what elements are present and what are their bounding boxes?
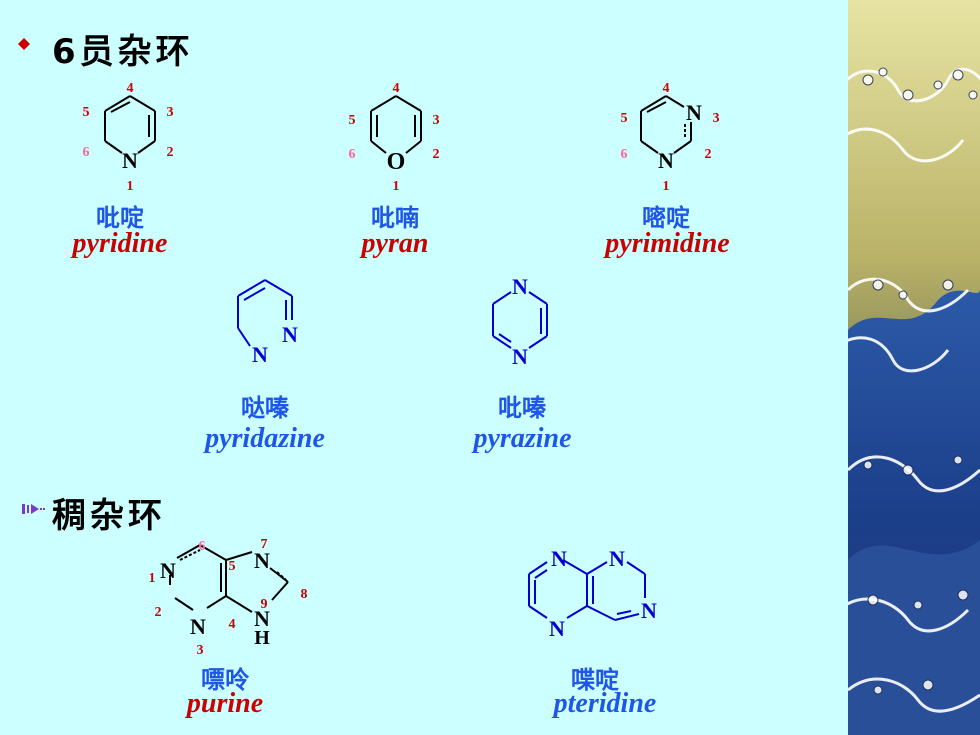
purine-num-4: 4: [229, 617, 236, 632]
pyrimidine-en-name: pyrimidine: [605, 228, 730, 259]
purine-num-5: 5: [229, 559, 236, 574]
pyran-hetero: O: [387, 149, 406, 175]
pyrimidine-num-5: 5: [621, 111, 628, 126]
pyrimidine-hetero-1: N: [658, 148, 674, 173]
pteridine-en-name: pteridine: [553, 688, 657, 719]
pyridine-num-4: 4: [127, 81, 134, 96]
pyridine-num-1: 1: [127, 179, 134, 194]
pyran-en-name: pyran: [361, 228, 429, 259]
purine-en-name: purine: [186, 688, 264, 719]
pteridine-hetero-4: N: [641, 598, 657, 623]
pyrimidine-num-1: 1: [663, 179, 670, 194]
purine-structure: N N N N H 1 2 3 4 5 6 7 8 9: [149, 537, 308, 658]
pyridazine-hetero-2: N: [252, 342, 268, 367]
pteridine-cn-name: 喋啶: [571, 666, 619, 694]
pyran-num-4: 4: [393, 81, 400, 96]
pyridazine-structure: N N: [237, 279, 298, 367]
purine-cn-name: 嘌呤: [201, 666, 249, 694]
pyridine-num-3: 3: [167, 105, 174, 120]
pyrazine-cn-name: 吡嗪: [498, 394, 546, 422]
purine-num-2: 2: [155, 605, 162, 620]
purine-num-7: 7: [261, 537, 268, 552]
pyran-num-6: 6: [349, 147, 356, 162]
diamond-bullet-icon: [18, 38, 30, 50]
arrow-bullet-icon: [22, 504, 45, 514]
pyridine-num-5: 5: [83, 105, 90, 120]
pyridazine-en-name: pyridazine: [205, 423, 325, 454]
pteridine-hetero-3: N: [609, 546, 625, 571]
pyran-cn-name: 吡喃: [371, 204, 419, 232]
purine-num-3: 3: [197, 643, 204, 658]
purine-num-1: 1: [149, 571, 156, 586]
pyrazine-hetero-top: N: [512, 274, 528, 299]
purine-hetero-7: N: [254, 548, 270, 573]
pyran-num-3: 3: [433, 113, 440, 128]
pteridine-structure: N N N N: [528, 546, 657, 641]
pyridazine-cn-name: 哒嗪: [241, 394, 289, 422]
pyridazine-hetero-1: N: [282, 322, 298, 347]
purine-hetero-3: N: [190, 614, 206, 639]
pyran-num-5: 5: [349, 113, 356, 128]
pyrimidine-num-3: 3: [713, 111, 720, 126]
section-title-fused: 稠杂环: [52, 496, 166, 536]
pyridine-hetero: N: [122, 148, 138, 173]
pyrazine-hetero-bottom: N: [512, 344, 528, 369]
pyrimidine-cn-name: 嘧啶: [642, 204, 690, 232]
pteridine-hetero-1: N: [551, 546, 567, 571]
section-title-6-membered: 6员杂环: [52, 32, 194, 72]
wave-decoration: [848, 0, 980, 735]
pyridine-structure: N 4 3 2 1 6 5: [83, 81, 174, 194]
pyridine-num-2: 2: [167, 145, 174, 160]
pyrimidine-structure: N N 4 3 2 1 6 5: [621, 81, 720, 194]
purine-h: H: [254, 627, 270, 649]
purine-num-8: 8: [301, 587, 308, 602]
pyran-structure: O 4 3 2 1 6 5: [349, 81, 440, 194]
purine-num-9: 9: [261, 597, 268, 612]
pteridine-hetero-2: N: [549, 616, 565, 641]
pyran-num-2: 2: [433, 147, 440, 162]
pyridine-en-name: pyridine: [72, 228, 168, 259]
purine-hetero-1: N: [160, 558, 176, 583]
pyrimidine-num-2: 2: [705, 147, 712, 162]
pyrimidine-hetero-3: N: [686, 100, 702, 125]
pyrazine-en-name: pyrazine: [473, 423, 572, 454]
pyridine-num-6: 6: [83, 145, 90, 160]
purine-hetero-9: N: [254, 606, 270, 631]
purine-num-6: 6: [199, 539, 206, 554]
pyrimidine-num-6: 6: [621, 147, 628, 162]
pyridine-cn-name: 吡啶: [96, 204, 144, 232]
pyrimidine-num-4: 4: [663, 81, 670, 96]
pyrazine-structure: N N: [492, 274, 548, 369]
pyran-num-1: 1: [393, 179, 400, 194]
